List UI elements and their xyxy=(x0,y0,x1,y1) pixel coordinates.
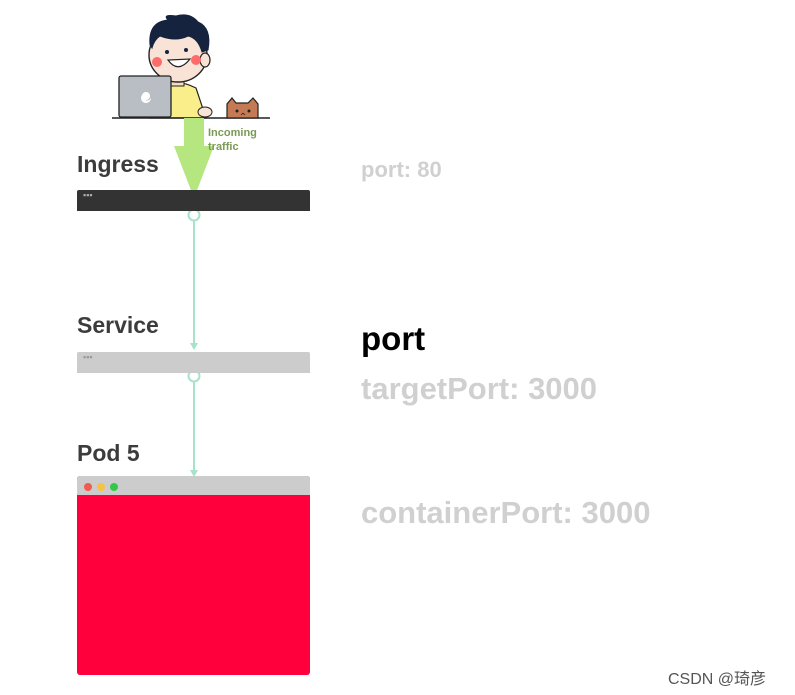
incoming-traffic-line1: Incoming xyxy=(208,127,257,139)
service-bar: ▪▪▪ xyxy=(77,352,310,373)
incoming-traffic-line2: traffic xyxy=(208,141,239,153)
pod-title: Pod 5 xyxy=(77,440,140,466)
minimize-dot-icon xyxy=(97,483,105,491)
service-port-label: port xyxy=(361,320,426,357)
ingress-port-label: port: 80 xyxy=(361,157,442,182)
service-bar-dots-icon: ▪▪▪ xyxy=(83,352,93,362)
ingress-title: Ingress xyxy=(77,151,159,177)
container-port-label: containerPort: 3000 xyxy=(361,495,651,530)
maximize-dot-icon xyxy=(110,483,118,491)
connector-arrowhead xyxy=(190,470,198,477)
pod-window-titlebar xyxy=(77,476,310,495)
ingress-bar-dots-icon: ▪▪▪ xyxy=(83,190,93,200)
incoming-traffic-label: Incoming traffic xyxy=(208,126,257,154)
cat-icon xyxy=(226,97,259,119)
ingress-bar: ▪▪▪ xyxy=(77,190,310,211)
incoming-arrow-icon xyxy=(174,118,214,198)
close-dot-icon xyxy=(84,483,92,491)
watermark: CSDN @琦彦 xyxy=(668,671,767,688)
ingress-port-node xyxy=(187,208,201,222)
pod-window xyxy=(77,476,310,675)
connector-arrowhead xyxy=(190,343,198,350)
service-title: Service xyxy=(77,312,159,338)
laptop-icon xyxy=(112,75,270,119)
target-port-label: targetPort: 3000 xyxy=(361,371,598,406)
developer-illustration xyxy=(112,14,270,119)
